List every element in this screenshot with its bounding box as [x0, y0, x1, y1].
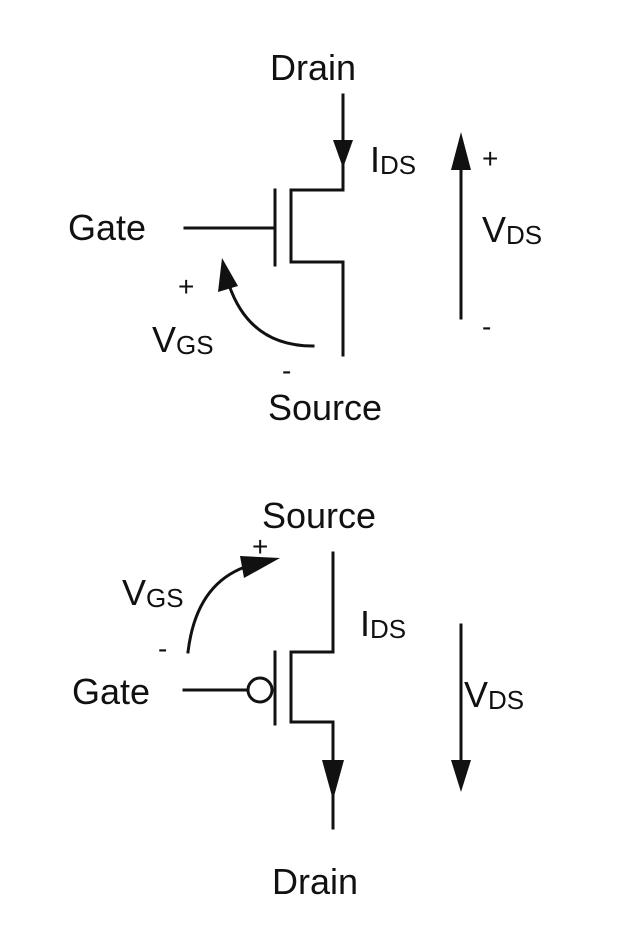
nmos-drain-label: Drain	[270, 47, 356, 88]
nmos-source-label: Source	[268, 387, 382, 428]
pmos-vgs-plus: +	[252, 531, 268, 562]
pmos-gate-label: Gate	[72, 671, 150, 712]
nmos-channel-wire	[289, 188, 345, 357]
nmos-vds-arrow-icon	[451, 132, 471, 320]
nmos-vds-label: VDS	[482, 209, 542, 250]
pmos-vds-arrow-icon	[451, 623, 471, 792]
nmos-transistor-icon	[183, 93, 353, 357]
pmos-ids-arrow-icon	[322, 760, 344, 800]
nmos-gate-label: Gate	[68, 207, 146, 248]
pmos-drain-label: Drain	[272, 861, 358, 902]
nmos-vgs-arrow-icon	[218, 258, 315, 348]
pmos-source-label: Source	[262, 495, 376, 536]
nmos-vgs-plus: +	[178, 271, 194, 302]
nmos-ids-label: IDS	[370, 139, 416, 180]
pmos-vgs-minus: -	[158, 633, 167, 664]
nmos-vds-plus: +	[482, 143, 498, 174]
pmos-vgs-label: VGS	[122, 572, 184, 613]
nmos-vgs-minus: -	[282, 355, 291, 386]
pmos-vds-label: VDS	[464, 674, 524, 715]
pmos-channel-wire	[289, 551, 335, 830]
pmos-gate-bubble	[246, 676, 274, 704]
nmos-vgs-label: VGS	[152, 319, 214, 360]
pmos-transistor-icon	[182, 551, 344, 830]
pmos-ids-label: IDS	[360, 603, 406, 644]
nmos-vds-minus: -	[482, 311, 491, 342]
nmos-ids-arrow-icon	[333, 140, 353, 168]
pmos-vgs-arrow-icon	[186, 556, 280, 654]
